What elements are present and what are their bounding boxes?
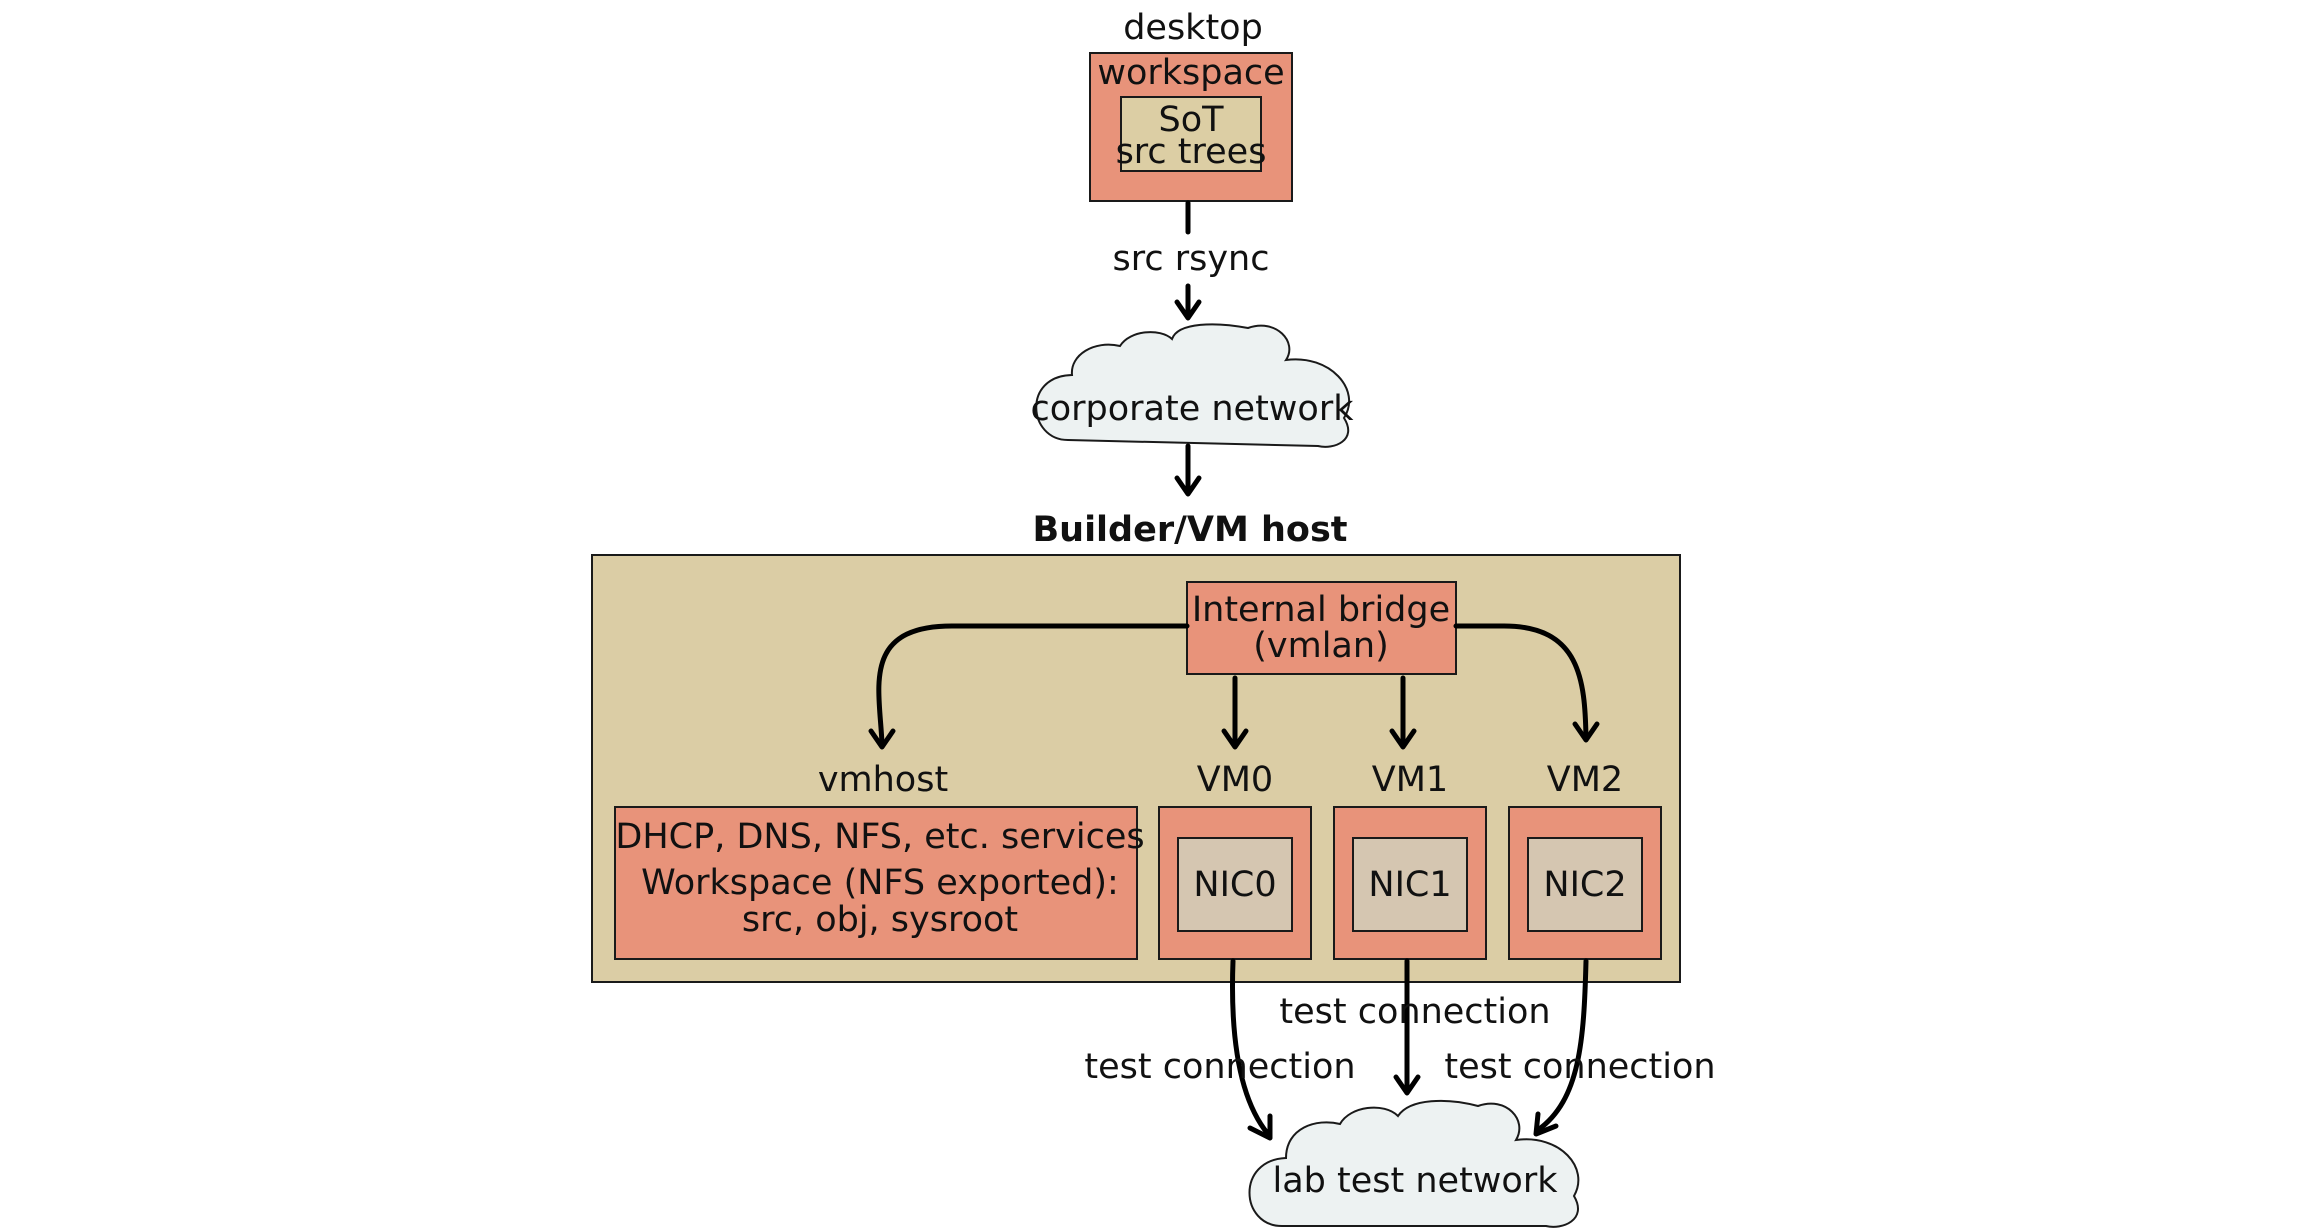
internal-bridge-box bbox=[1186, 581, 1457, 675]
vm1-label: VM1 bbox=[1372, 760, 1448, 800]
vmlan-label: (vmlan) bbox=[1253, 626, 1388, 666]
edge-nic0-lab bbox=[1230, 958, 1271, 1137]
edge-bridge-vm2 bbox=[1453, 623, 1589, 741]
sot-label: SoT bbox=[1158, 100, 1224, 140]
test-connection-label-middle: test connection bbox=[1279, 992, 1550, 1032]
desktop-label: desktop bbox=[1123, 8, 1263, 48]
nic2-label: NIC2 bbox=[1543, 865, 1626, 905]
nic0-box bbox=[1177, 837, 1293, 932]
src-trees-label: src trees bbox=[1116, 132, 1267, 172]
vmhost-workspace-text: Workspace (NFS exported): bbox=[641, 863, 1119, 903]
arrowhead-lab-left bbox=[1247, 1113, 1273, 1141]
vmhost-dirs-text: src, obj, sysroot bbox=[742, 900, 1018, 940]
arrowhead-lab-middle bbox=[1393, 1074, 1421, 1096]
arrowhead-builder bbox=[1174, 475, 1202, 497]
vmhost-label: vmhost bbox=[818, 760, 948, 800]
test-connection-label-right: test connection bbox=[1444, 1047, 1715, 1087]
arrowhead-vm1 bbox=[1389, 728, 1417, 750]
edge-bridge-vmhost bbox=[876, 623, 1190, 747]
arrowhead-corporate bbox=[1174, 299, 1202, 321]
lab-test-network-label: lab test network bbox=[1273, 1161, 1559, 1201]
sot-box bbox=[1120, 96, 1262, 172]
corporate-network-cloud bbox=[1035, 323, 1351, 448]
nic0-label: NIC0 bbox=[1193, 865, 1276, 905]
vmhost-box bbox=[614, 806, 1138, 960]
workspace-label: workspace bbox=[1097, 53, 1284, 93]
src-rsync-label: src rsync bbox=[1113, 239, 1270, 279]
edge-nic2-lab bbox=[1535, 958, 1589, 1133]
test-connection-label-left: test connection bbox=[1084, 1047, 1355, 1087]
vm0-label: VM0 bbox=[1197, 760, 1273, 800]
lab-test-network-cloud bbox=[1248, 1099, 1580, 1228]
corporate-network-label: corporate network bbox=[1030, 389, 1354, 429]
internal-bridge-label: Internal bridge bbox=[1192, 590, 1450, 630]
nic1-box bbox=[1352, 837, 1468, 932]
arrowhead-vm0 bbox=[1221, 728, 1249, 750]
vm2-label: VM2 bbox=[1547, 760, 1623, 800]
arrowhead-vm2 bbox=[1572, 721, 1600, 743]
nic2-box bbox=[1527, 837, 1643, 932]
vmhost-services-text: DHCP, DNS, NFS, etc. services bbox=[615, 817, 1144, 857]
builder-host-label: Builder/VM host bbox=[1032, 510, 1347, 550]
nic1-label: NIC1 bbox=[1368, 865, 1451, 905]
arrowhead-lab-right bbox=[1533, 1111, 1559, 1137]
arrowhead-vmhost bbox=[868, 728, 896, 750]
